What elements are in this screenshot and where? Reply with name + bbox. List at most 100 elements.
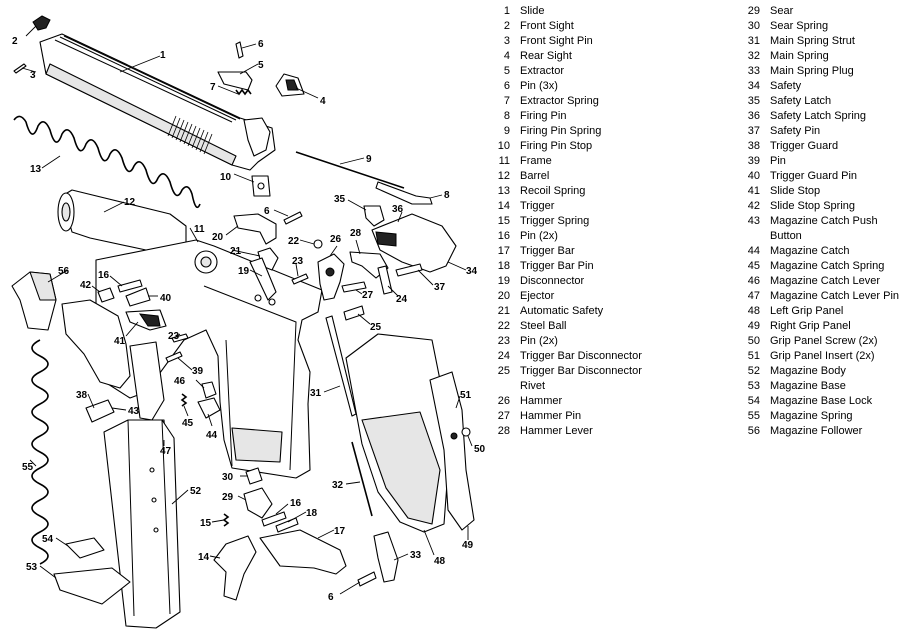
legend-item-name: Main Spring Plug (770, 65, 854, 77)
legend-item-number: 33 (747, 65, 760, 77)
legend-item-name: Safety Latch Spring (770, 110, 867, 122)
legend-item-number: 17 (497, 245, 510, 257)
part-extractor-spring (235, 88, 252, 96)
callout-41: 41 (114, 336, 126, 347)
callout-15: 15 (200, 518, 212, 529)
legend-item-number: 38 (747, 140, 760, 152)
legend-item-name: Trigger Guard Pin (770, 170, 858, 182)
part-slide (39, 33, 276, 171)
legend-item-name: Extractor (520, 65, 565, 77)
callout-46: 46 (174, 376, 186, 387)
legend-item-number: 10 (497, 140, 510, 152)
legend-item-name: Hammer Pin (520, 410, 582, 422)
callout-50: 50 (474, 444, 486, 455)
legend-item-name: Sear (770, 5, 794, 17)
part-disconnector (249, 257, 277, 301)
legend-item-name: Right Grip Panel (770, 320, 851, 332)
legend-item-number: 11 (498, 155, 510, 167)
legend-item-name: Pin (3x) (520, 80, 558, 92)
legend-item-number: 1 (503, 5, 510, 17)
callout-39: 39 (192, 366, 204, 377)
callout-16: 16 (98, 270, 110, 281)
part-magazine-catch-lever (201, 381, 217, 399)
part-trigger-guard-pin (125, 287, 151, 307)
part-magazine-base (53, 567, 131, 605)
legend-item-number: 6 (503, 80, 510, 92)
callout-2: 2 (12, 36, 18, 47)
callout-47: 47 (160, 446, 172, 457)
legend-item-name: Magazine Base Lock (770, 395, 873, 407)
legend-item-name: Magazine Follower (770, 425, 863, 437)
legend-item-number: 40 (747, 170, 760, 182)
legend-item-name: Trigger Bar Disconnector (520, 365, 642, 377)
legend-item-number: 54 (747, 395, 760, 407)
legend-item-name: Magazine Catch Lever (770, 275, 881, 287)
part-pin (235, 41, 244, 59)
part-hammer (317, 253, 345, 301)
legend-item-name: Pin (2x) (520, 335, 558, 347)
callout-36: 36 (392, 204, 404, 215)
part-recoil-spring (13, 115, 201, 209)
callout-6: 6 (258, 39, 264, 50)
legend-item-name: Safety (770, 80, 802, 92)
legend-item-name: Hammer (520, 395, 563, 407)
legend-item-name: Pin (770, 155, 786, 167)
legend-item-number: 13 (497, 185, 510, 197)
callout-6c: 6 (328, 592, 334, 603)
part-trigger (213, 535, 257, 601)
legend-item-number: 43 (747, 215, 760, 227)
legend-item-name: Main Spring (770, 50, 829, 62)
legend-item-number: 34 (747, 80, 760, 92)
legend-item-number: 42 (747, 200, 760, 212)
legend-item-number: 20 (497, 290, 510, 302)
callout-26: 26 (330, 234, 342, 245)
legend-item-number: 8 (503, 110, 510, 122)
part-trigger-bar-pin (275, 517, 299, 533)
callout-17: 17 (334, 526, 346, 537)
legend-item-name: Barrel (520, 170, 550, 182)
legend-item-name: Grip Panel Insert (2x) (770, 350, 875, 362)
callout-43: 43 (128, 406, 140, 417)
callout-23: 23 (292, 256, 304, 267)
callout-45: 45 (182, 418, 194, 429)
callout-21: 21 (230, 246, 242, 257)
callout-52: 52 (190, 486, 202, 497)
legend-item-name: Front Sight Pin (520, 35, 593, 47)
legend-item: 42 Slide Stop Spring (740, 199, 900, 214)
legend-item-number: 19 (497, 275, 510, 287)
callout-30: 30 (222, 472, 234, 483)
callout-55: 55 (22, 462, 34, 473)
callout-32: 32 (332, 480, 344, 491)
legend-item-name: Trigger Guard (770, 140, 839, 152)
legend-item-number: 45 (747, 260, 760, 272)
legend-item-number: 44 (747, 245, 760, 257)
legend-item-number: 46 (747, 275, 760, 287)
legend-item-continuation: Button (740, 229, 900, 244)
legend-item-number: 35 (747, 95, 760, 107)
callout-3: 3 (30, 70, 36, 81)
callout-29: 29 (222, 492, 234, 503)
legend-item-name: Slide Stop Spring (770, 200, 855, 212)
part-firing-pin-spring (295, 151, 405, 189)
legend-item-number: 52 (747, 365, 760, 377)
legend-item-number: 2 (503, 20, 510, 32)
